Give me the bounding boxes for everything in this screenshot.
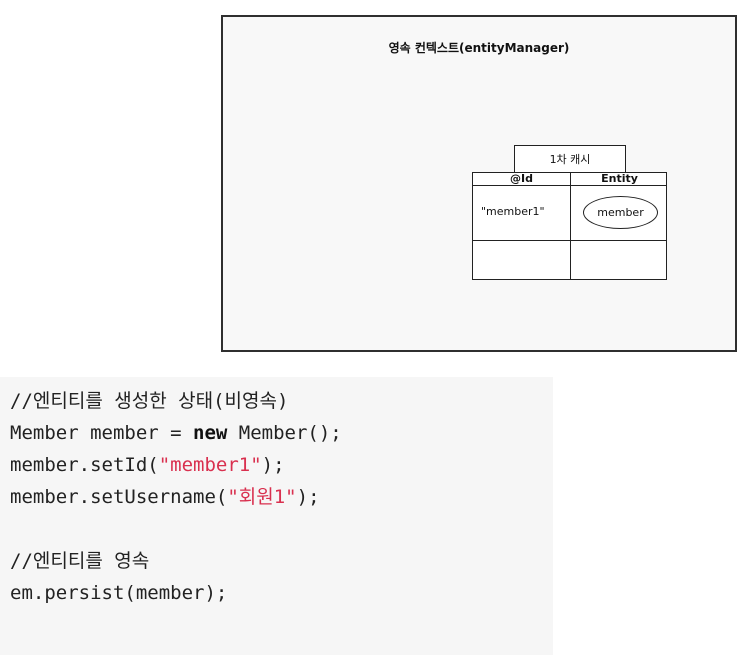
table-header-id: @Id bbox=[510, 172, 533, 185]
table-column-divider bbox=[570, 173, 571, 279]
code-line-new-member: Member member = new Member(); bbox=[10, 417, 553, 449]
entity-member-label: member bbox=[597, 206, 644, 219]
code-line-comment-persist: //엔티티를 영속 bbox=[10, 550, 150, 572]
code-string-member1: "member1" bbox=[158, 454, 262, 476]
code-token: ); bbox=[296, 486, 320, 508]
first-level-cache-label: 1차 캐시 bbox=[514, 145, 626, 173]
code-token: ); bbox=[261, 454, 285, 476]
code-token: member.setUsername( bbox=[10, 486, 228, 508]
code-token: Member(); bbox=[227, 422, 342, 444]
first-level-cache-table: @Id Entity "member1" member bbox=[472, 172, 667, 280]
code-block: //엔티티를 생성한 상태(비영속) Member member = new Me… bbox=[0, 377, 553, 655]
code-token: member.setId( bbox=[10, 454, 159, 476]
code-line-persist: em.persist(member); bbox=[10, 582, 228, 604]
code-keyword-new: new bbox=[193, 422, 228, 444]
code-token: Member member = bbox=[10, 422, 194, 444]
persistence-context-title: 영속 컨텍스트(entityManager) bbox=[388, 41, 570, 55]
persistence-context-box: 영속 컨텍스트(entityManager) 1차 캐시 @Id Entity … bbox=[221, 15, 737, 352]
table-header-divider bbox=[473, 185, 666, 186]
table-row-divider bbox=[473, 240, 666, 241]
table-header-entity: Entity bbox=[601, 172, 638, 185]
code-line-set-id: member.setId("member1"); bbox=[10, 449, 553, 481]
code-line-set-username: member.setUsername("회원1"); bbox=[10, 481, 553, 513]
code-string-username: "회원1" bbox=[227, 486, 297, 508]
entity-member-ellipse: member bbox=[583, 196, 658, 229]
table-cell-id: "member1" bbox=[481, 205, 545, 218]
code-line-comment-create: //엔티티를 생성한 상태(비영속) bbox=[10, 390, 289, 412]
code-line-blank bbox=[10, 513, 553, 545]
